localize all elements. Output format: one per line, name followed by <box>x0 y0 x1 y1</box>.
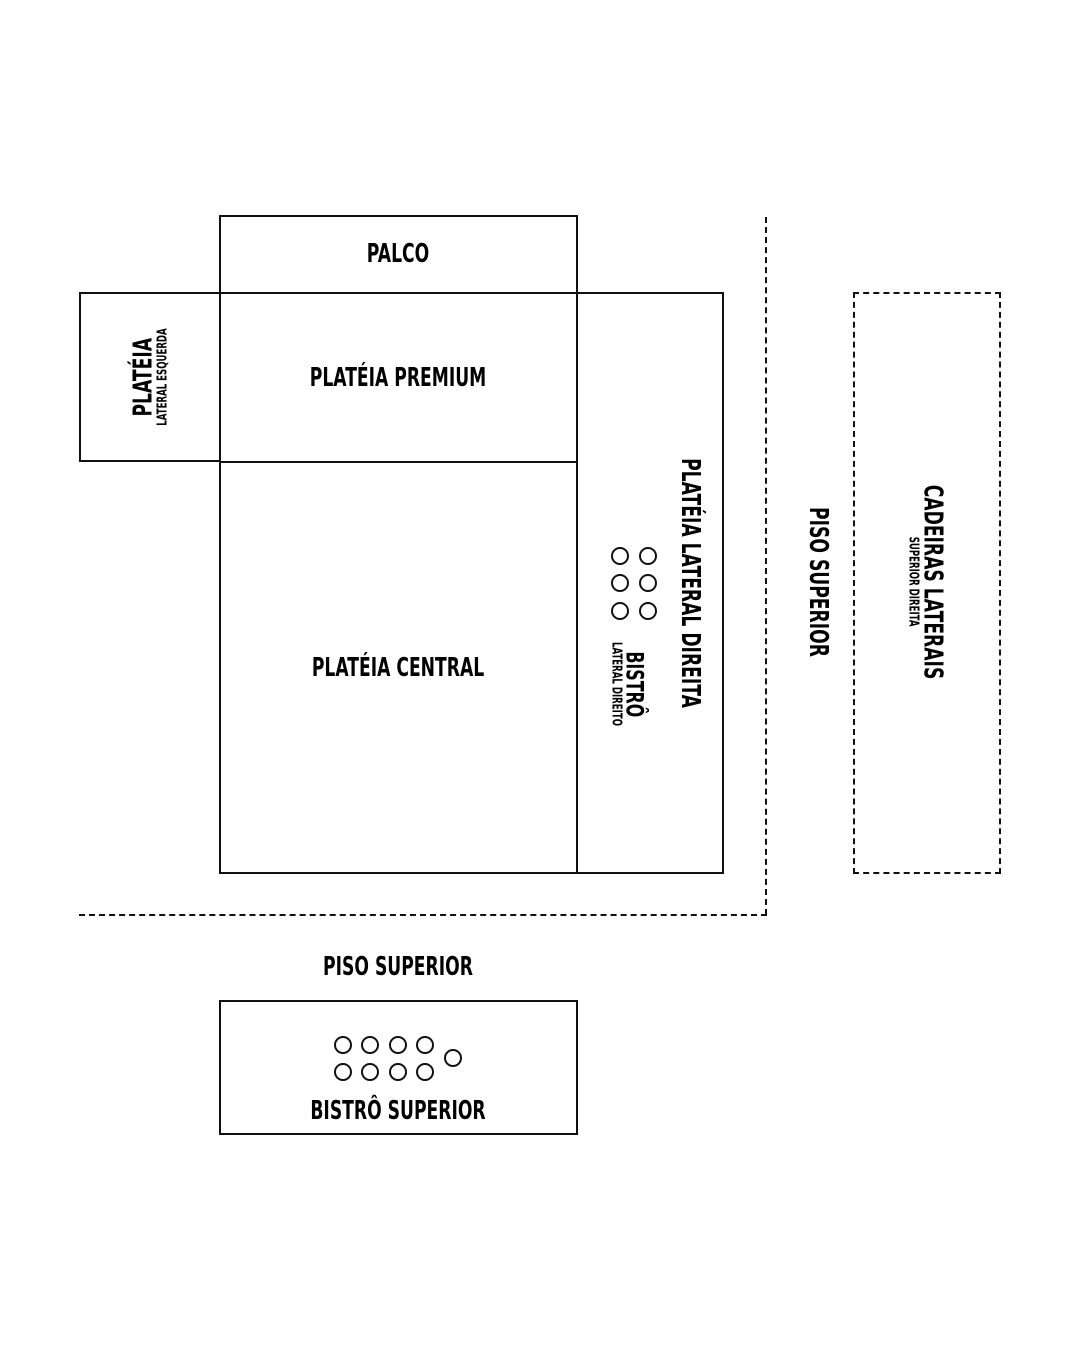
bistro-table <box>361 1036 379 1054</box>
bistro-table <box>334 1063 352 1081</box>
left-lateral-title: PLATÉIA <box>128 337 159 417</box>
left-lateral-label: PLATÉIA LATERAL ESQUERDA <box>128 303 171 451</box>
upper-floor-vertical-label: PISO SUPERIOR <box>803 507 833 657</box>
bistro-table <box>611 602 629 620</box>
bistro-table <box>639 574 657 592</box>
side-chairs-label: CADEIRAS LATERAIS SUPERIOR DIREITA <box>905 435 948 730</box>
bistro-table <box>611 574 629 592</box>
bistro-table <box>639 602 657 620</box>
stage-label: PALCO <box>366 239 430 269</box>
left-lateral-subtitle: LATERAL ESQUERDA <box>155 328 171 426</box>
bistro-table <box>416 1036 434 1054</box>
side-chairs-title: CADEIRAS LATERAIS <box>917 484 948 680</box>
upper-floor-boundary-vertical <box>765 217 767 915</box>
upper-bistro-label: BISTRÔ SUPERIOR <box>310 1096 486 1126</box>
right-lateral-section <box>576 292 724 874</box>
right-bistro-label: BISTRÔ LATERAL DIREITO <box>608 620 649 747</box>
right-bistro-title: BISTRÔ <box>620 651 649 717</box>
right-bistro-subtitle: LATERAL DIREITO <box>608 642 624 726</box>
upper-floor-boundary-horizontal <box>79 914 767 916</box>
side-chairs-subtitle: SUPERIOR DIREITA <box>905 537 921 627</box>
bistro-table <box>389 1063 407 1081</box>
upper-bistro-section <box>219 1000 578 1135</box>
right-lateral-label: PLATÉIA LATERAL DIREITA <box>675 458 705 708</box>
bistro-table <box>611 547 629 565</box>
bistro-table <box>334 1036 352 1054</box>
bistro-table <box>639 547 657 565</box>
central-label: PLATÉIA CENTRAL <box>311 653 485 683</box>
bistro-table <box>389 1036 407 1054</box>
bistro-table <box>361 1063 379 1081</box>
upper-floor-horizontal-label: PISO SUPERIOR <box>323 952 473 982</box>
bistro-table <box>416 1063 434 1081</box>
side-chairs-section <box>853 292 1001 874</box>
premium-label: PLATÉIA PREMIUM <box>309 363 487 393</box>
bistro-table <box>444 1049 462 1067</box>
